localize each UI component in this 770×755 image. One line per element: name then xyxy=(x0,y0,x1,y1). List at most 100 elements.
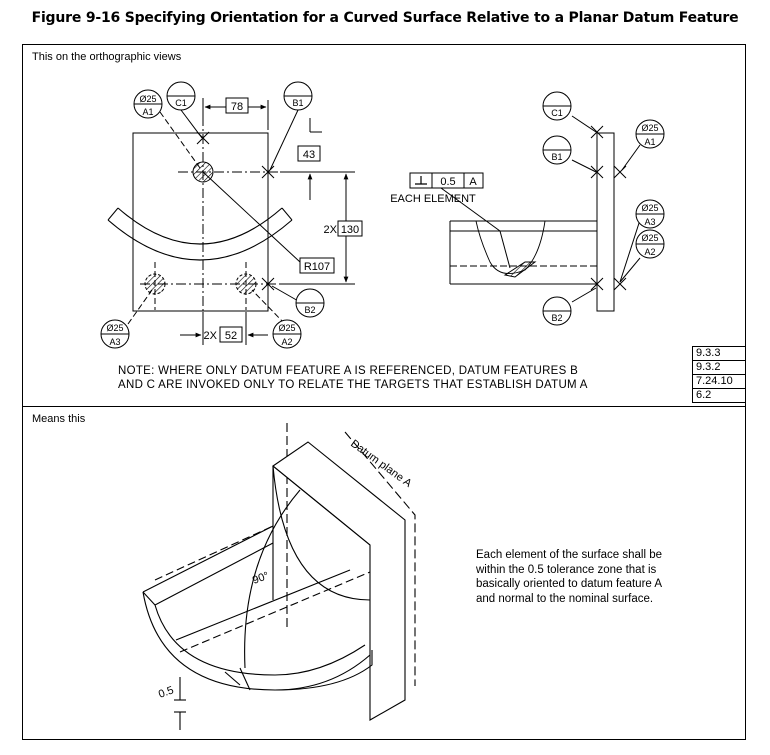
svg-text:Ø25: Ø25 xyxy=(641,233,658,243)
figure-title: Figure 9-16 Specifying Orientation for a… xyxy=(31,10,739,26)
target-symbol-A3-side: Ø25 A3 xyxy=(635,199,665,229)
curved-surface-inner xyxy=(117,207,283,245)
target-point-B2-side xyxy=(590,277,604,291)
surface-element-line xyxy=(175,569,351,641)
dim-130: 130 xyxy=(341,224,359,236)
trough-outer-curve xyxy=(142,591,371,691)
leader-C1 xyxy=(180,109,203,139)
trough-far-curve xyxy=(272,465,371,601)
leader-A1-side xyxy=(621,144,641,171)
section-ref: 9.3.3 xyxy=(693,347,745,361)
leader-A2 xyxy=(251,289,286,325)
target-area-side xyxy=(503,261,537,278)
section-reference-box: 9.3.3 9.3.2 7.24.10 6.2 xyxy=(692,346,745,403)
svg-text:A1: A1 xyxy=(644,137,655,147)
section-ref: 9.3.2 xyxy=(693,361,745,375)
trough-inner-curve xyxy=(154,604,366,676)
target-symbol-A3: Ø25 A3 xyxy=(100,319,130,349)
curve-end xyxy=(107,207,119,221)
leader-B2 xyxy=(271,285,301,303)
explanation-line: within the 0.5 tolerance zone that is xyxy=(476,563,657,576)
zone-label: 0.5 xyxy=(157,684,175,701)
svg-text:A1: A1 xyxy=(142,107,153,117)
isometric-view xyxy=(142,423,416,730)
target-point-C1-side xyxy=(590,125,604,139)
svg-text:B1: B1 xyxy=(292,98,303,108)
dim-2x: 2X xyxy=(324,224,338,236)
leader-B1-side xyxy=(571,159,597,173)
surface-element-line xyxy=(154,525,274,581)
target-symbol-B2-side: B2 xyxy=(542,296,572,326)
note-line: AND C ARE INVOKED ONLY TO RELATE THE TAR… xyxy=(118,379,588,391)
explanation-line: basically oriented to datum feature A xyxy=(476,578,663,590)
svg-text:A2: A2 xyxy=(281,337,292,347)
svg-text:C1: C1 xyxy=(551,108,563,118)
target-symbol-A1-side: Ø25 A1 xyxy=(635,119,665,149)
top-panel-heading: This on the orthographic views xyxy=(32,51,182,63)
datum-target-symbols: Ø25 A1 C1 B1 B2 Ø25 A3 Ø25 A2 xyxy=(100,81,325,349)
fcf-tolerance: 0.5 xyxy=(440,176,455,188)
svg-text:Ø25: Ø25 xyxy=(641,203,658,213)
target-symbol-A2-side: Ø25 A2 xyxy=(635,229,665,259)
target-area-A3 xyxy=(144,273,166,295)
fcf-modifier: EACH ELEMENT xyxy=(390,193,476,205)
target-point-B1 xyxy=(261,165,275,179)
svg-text:B2: B2 xyxy=(304,305,315,315)
radius-leader xyxy=(202,171,301,263)
target-symbol-C1: C1 xyxy=(166,81,196,111)
target-symbol-B2: B2 xyxy=(295,288,325,318)
leader-C1-side xyxy=(571,115,597,133)
svg-text:Ø25: Ø25 xyxy=(139,94,156,104)
break-line xyxy=(475,220,546,275)
leader-A1 xyxy=(159,111,201,169)
target-area-A2 xyxy=(235,273,257,295)
datum-note: NOTE: WHERE ONLY DATUM FEATURE A IS REFE… xyxy=(118,364,678,392)
side-view xyxy=(429,115,641,312)
svg-text:Ø25: Ø25 xyxy=(278,323,295,333)
datum-plane-edge xyxy=(344,431,416,686)
svg-text:Ø25: Ø25 xyxy=(641,123,658,133)
front-lip xyxy=(274,650,373,691)
target-point-B1-side xyxy=(590,165,604,179)
note-line: NOTE: WHERE ONLY DATUM FEATURE A IS REFE… xyxy=(118,365,579,377)
curve-end xyxy=(281,207,293,221)
radial-arc xyxy=(244,489,301,669)
dim-2x: 2X xyxy=(204,330,218,342)
figure-frame xyxy=(22,44,746,740)
side-target-symbols: C1 B1 B2 Ø25 A1 Ø25 A3 Ø25 A2 xyxy=(542,91,665,326)
dim-52: 52 xyxy=(225,330,237,342)
surface-element-line xyxy=(179,571,371,653)
target-symbol-C1-side: C1 xyxy=(542,91,572,121)
dimension-labels: 78 43 2X 130 R107 2X 52 xyxy=(204,97,363,343)
svg-text:B1: B1 xyxy=(551,152,562,162)
front-plate-outline xyxy=(132,132,269,312)
tolerance-dim xyxy=(224,671,241,686)
target-symbol-B1: B1 xyxy=(283,81,313,111)
svg-text:Ø25: Ø25 xyxy=(106,323,123,333)
dim-r107: R107 xyxy=(304,261,330,273)
target-symbol-B1-side: B1 xyxy=(542,135,572,165)
trough-top-edge xyxy=(154,542,274,606)
explanation-line: and normal to the nominal surface. xyxy=(476,592,654,605)
trough-end-edge xyxy=(142,591,156,606)
svg-text:A2: A2 xyxy=(644,247,655,257)
side-plate xyxy=(596,132,615,312)
bottom-panel-heading: Means this xyxy=(32,413,86,425)
target-point-B2 xyxy=(261,277,275,291)
explanation-text: Each element of the surface shall be wit… xyxy=(476,548,711,606)
fcf-datum: A xyxy=(469,176,477,188)
section-ref: 6.2 xyxy=(696,389,712,401)
explanation-line: Each element of the surface shall be xyxy=(476,549,663,561)
front-view xyxy=(107,98,355,345)
radial-line xyxy=(239,667,251,691)
curved-surface-outer xyxy=(107,219,293,261)
target-symbol-A1: Ø25 A1 xyxy=(133,89,163,119)
fcf-leader xyxy=(499,230,511,269)
target-symbol-A2: Ø25 A2 xyxy=(272,319,302,349)
leader-B2-side xyxy=(571,287,597,303)
feature-control-frame: 0.5 A EACH ELEMENT xyxy=(390,172,484,205)
dim-43: 43 xyxy=(303,149,315,161)
leader-B1 xyxy=(269,109,299,171)
leader-A3-side xyxy=(619,219,641,283)
leader-A2-side xyxy=(619,257,641,283)
